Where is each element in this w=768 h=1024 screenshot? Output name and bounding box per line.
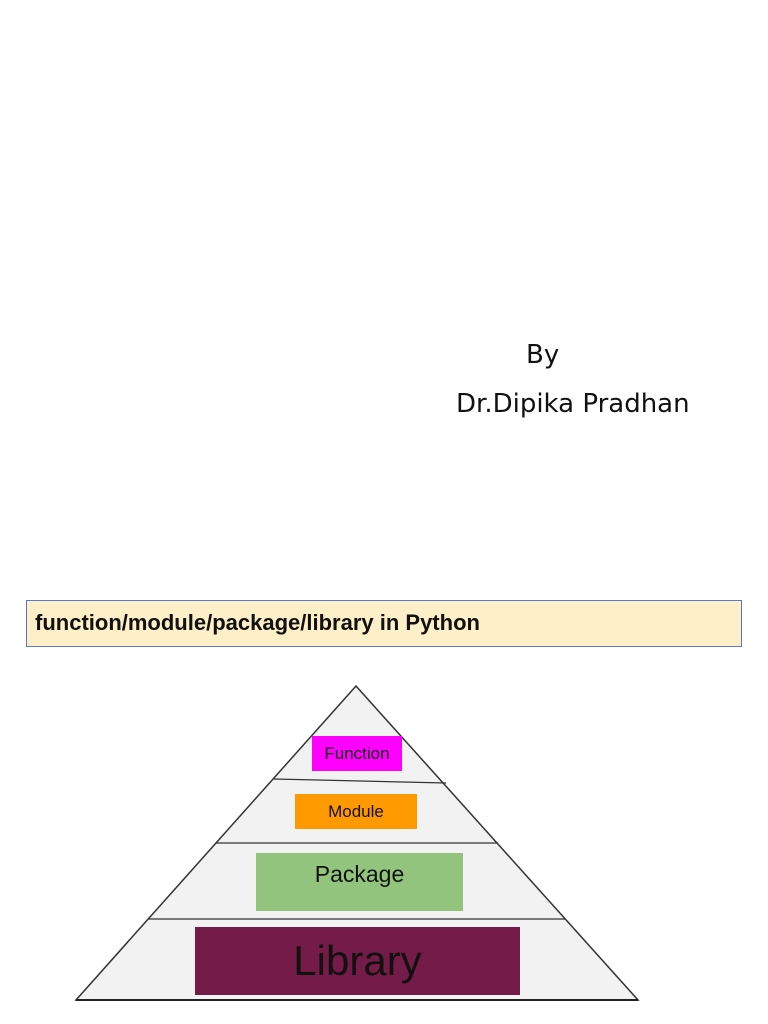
title-banner: function/module/package/library in Pytho… (26, 600, 742, 647)
library-box: Library (195, 927, 520, 995)
function-label: Function (324, 743, 390, 763)
function-box: Function (312, 736, 402, 771)
module-box: Module (295, 794, 417, 829)
by-label: By (526, 340, 560, 370)
title-text: function/module/package/library in Pytho… (35, 610, 480, 635)
author-name: Dr.Dipika Pradhan (456, 389, 690, 419)
library-label: Library (293, 937, 422, 984)
pyramid-divider-1 (273, 778, 447, 784)
module-label: Module (328, 801, 384, 821)
package-box: Package (256, 853, 463, 911)
package-label: Package (314, 861, 405, 887)
